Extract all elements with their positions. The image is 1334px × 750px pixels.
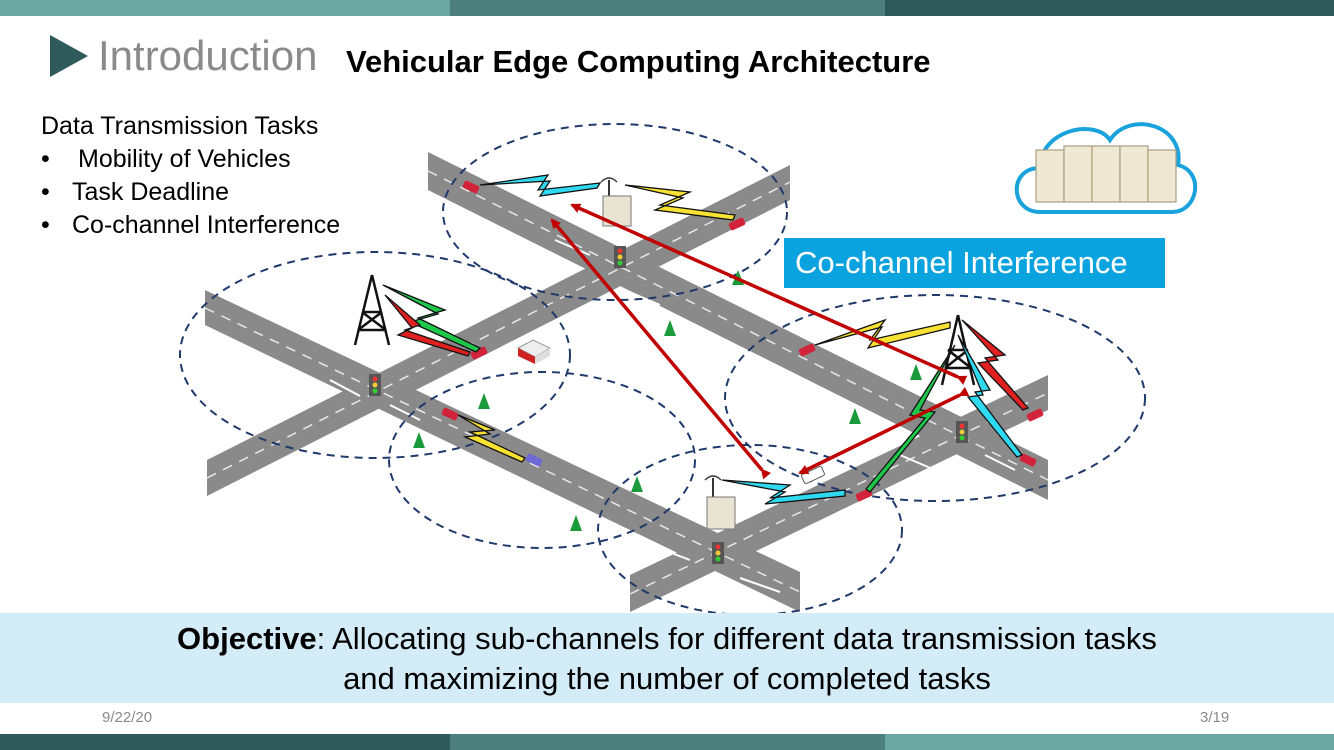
vehicle-icon (855, 488, 873, 502)
tree-icon (570, 515, 582, 531)
vehicle-icon (441, 407, 459, 421)
wireless-link (957, 334, 1024, 458)
cloud-server-icon (1014, 122, 1198, 214)
task-bullet-list: Data Transmission Tasks • Mobility of Ve… (41, 110, 340, 242)
traffic-light-icon (614, 246, 626, 268)
interference-arrow (798, 387, 970, 475)
page-number: 3/19 (1200, 709, 1230, 726)
traffic-light-icon (956, 421, 968, 443)
building-icon (516, 339, 552, 364)
vehicle-icon (1026, 408, 1044, 422)
wireless-link (479, 174, 602, 197)
bottom-bar-segment-dark (0, 734, 450, 750)
interference-arrow (550, 218, 771, 480)
objective-banner: Objective: Allocating sub-channels for d… (0, 613, 1334, 703)
top-bar-segment-light (0, 0, 450, 16)
tree-icon (664, 320, 676, 336)
traffic-light-icon (712, 542, 724, 564)
wireless-link (384, 294, 471, 357)
wireless-link (961, 319, 1030, 411)
tree-icon (631, 476, 643, 492)
vehicle-icon (470, 346, 488, 360)
vehicle-icon (1019, 453, 1037, 467)
tree-icon (849, 408, 861, 424)
bullet-text: Mobility of Vehicles (78, 145, 291, 173)
play-arrow-icon (50, 35, 88, 77)
wireless-link (721, 479, 846, 505)
tree-icon (910, 364, 922, 380)
co-channel-interference-label: Co-channel Interference (784, 238, 1165, 288)
vehicle-icon (462, 180, 480, 194)
bullet-dot: • (41, 211, 50, 239)
bullet-item: • Co-channel Interference (41, 209, 340, 242)
roadside-unit-icon (704, 475, 736, 530)
bottom-bar-segment-mid (450, 734, 885, 750)
footer-date: 9/22/20 (102, 709, 153, 726)
traffic-light-icon (369, 374, 381, 396)
bullet-item: • Mobility of Vehicles (41, 143, 340, 176)
slide-title: Vehicular Edge Computing Architecture (346, 44, 931, 79)
top-bar-segment-mid (450, 0, 885, 16)
bullet-heading: Data Transmission Tasks (41, 112, 319, 140)
bullet-text: Co-channel Interference (72, 211, 341, 239)
interference-arrows (550, 203, 970, 480)
objective-line-2: and maximizing the number of completed t… (343, 661, 991, 696)
wireless-link (457, 414, 526, 463)
bullet-item: • Task Deadline (41, 176, 340, 209)
bottom-accent-bar (0, 734, 1334, 750)
section-title: Introduction (98, 32, 318, 79)
objective-line-1: Objective: Allocating sub-channels for d… (0, 619, 1334, 659)
tree-icon (478, 393, 490, 409)
bullet-text: Task Deadline (72, 178, 230, 206)
top-accent-bar (0, 0, 1334, 16)
bottom-bar-segment-light (885, 734, 1334, 750)
cell-tower-icon (353, 274, 391, 346)
tree-icon (413, 432, 425, 448)
vehicle-icon (525, 453, 543, 467)
bullet-dot: • (41, 145, 50, 173)
bullet-dot: • (41, 178, 50, 206)
top-bar-segment-dark (885, 0, 1334, 16)
objective-text-1: : Allocating sub-channels for different … (316, 621, 1157, 656)
wireless-link (382, 284, 482, 353)
objective-label: Objective (177, 621, 317, 656)
